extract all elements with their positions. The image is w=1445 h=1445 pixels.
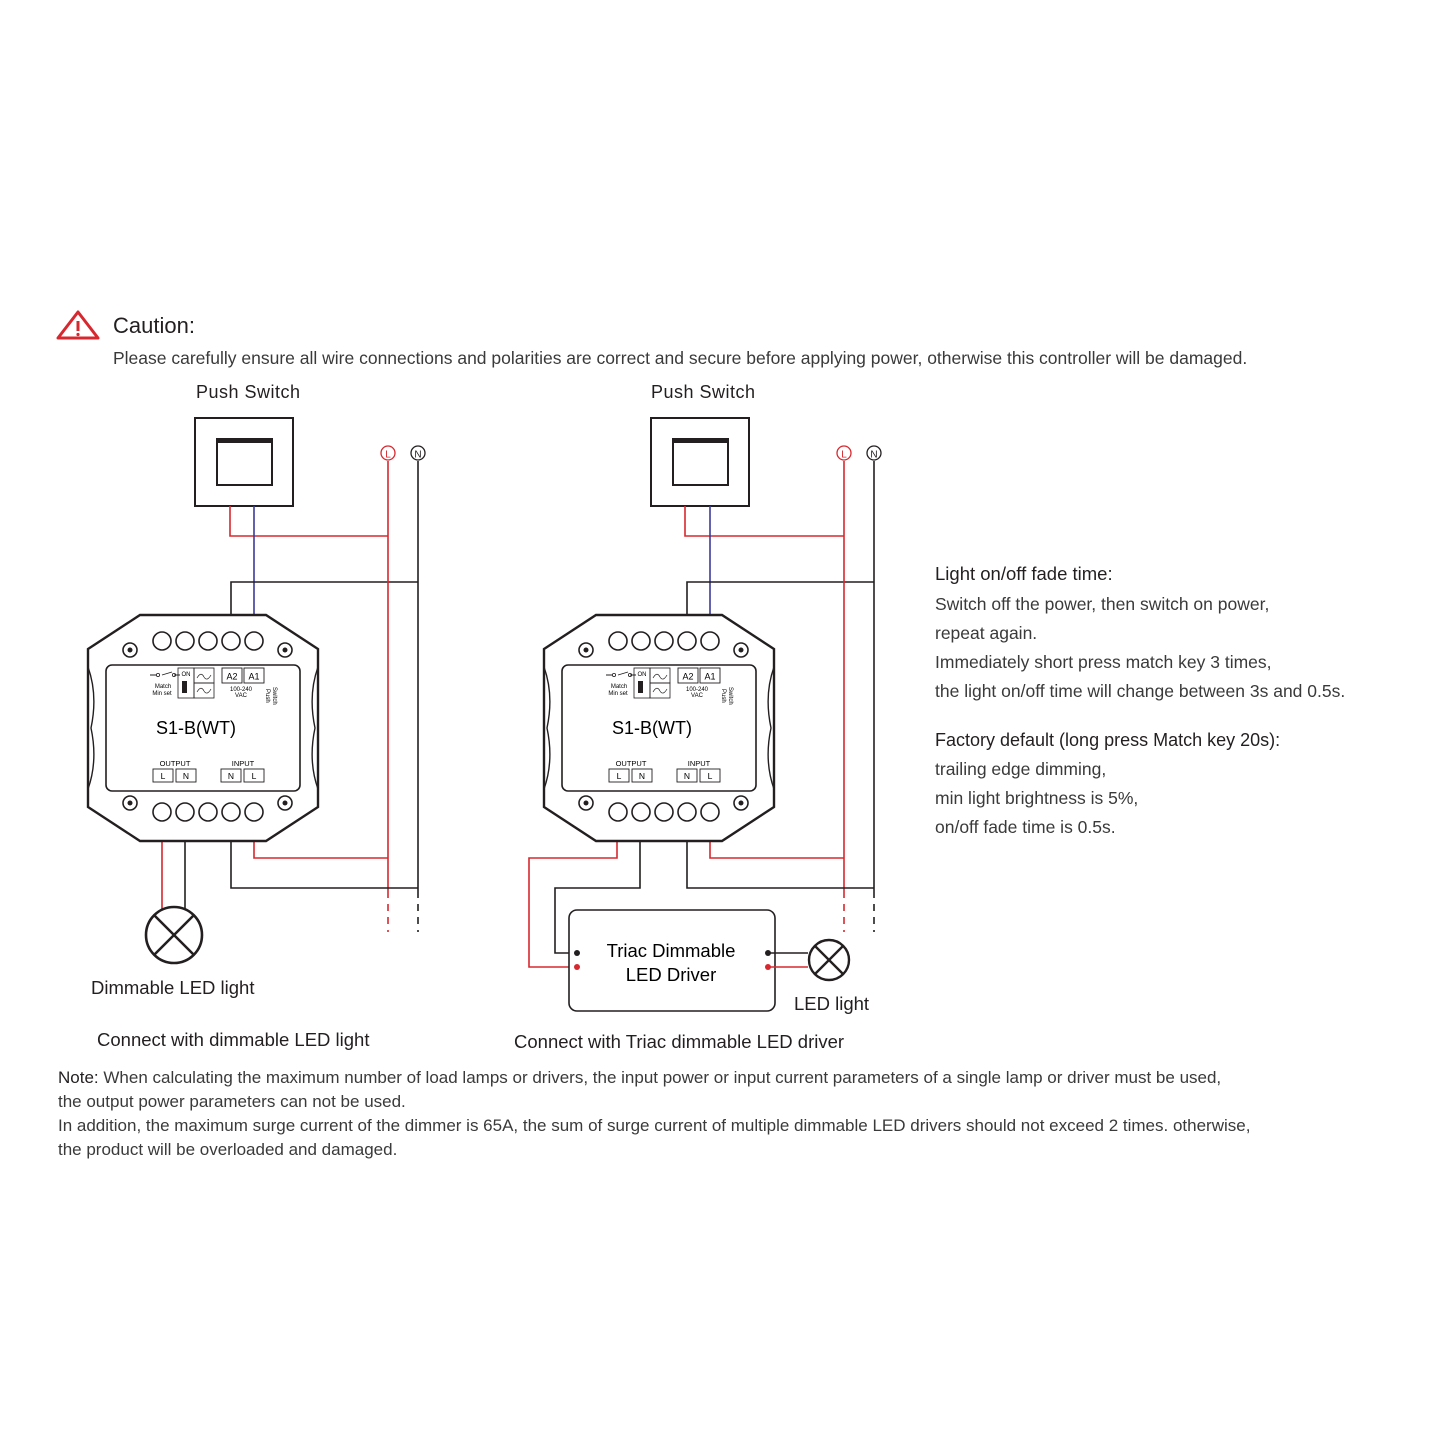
svg-text:Switch: Switch bbox=[271, 687, 277, 705]
svg-text:Min set: Min set bbox=[608, 691, 628, 697]
left-wiring-diagram: L N bbox=[86, 417, 426, 965]
svg-text:A1: A1 bbox=[248, 672, 259, 682]
fade-line: repeat again. bbox=[935, 623, 1038, 643]
live-wire-switch bbox=[229, 506, 388, 537]
note-line-4: the product will be overloaded and damag… bbox=[58, 1140, 398, 1159]
caution-title: Caution: bbox=[113, 313, 195, 338]
svg-text:S1-B(WT): S1-B(WT) bbox=[612, 718, 692, 738]
svg-text:Push: Push bbox=[264, 689, 270, 703]
svg-text:Match: Match bbox=[611, 684, 627, 690]
push-switch-icon bbox=[650, 417, 750, 507]
factory-line: min light brightness is 5%, bbox=[935, 788, 1139, 808]
factory-line: trailing edge dimming, bbox=[935, 759, 1107, 779]
note-label: Note: bbox=[58, 1068, 99, 1087]
note-line-2: the output power parameters can not be u… bbox=[58, 1092, 406, 1111]
push-switch-icon bbox=[194, 417, 294, 507]
svg-text:ON: ON bbox=[638, 672, 647, 678]
svg-text:100-240: 100-240 bbox=[686, 687, 709, 693]
fade-line: Switch off the power, then switch on pow… bbox=[935, 594, 1270, 614]
svg-text:INPUT: INPUT bbox=[688, 759, 711, 768]
terminal-N-marker: N bbox=[410, 445, 426, 461]
right-diagram-caption: Connect with Triac dimmable LED driver bbox=[514, 1031, 845, 1052]
left-push-switch-label: Push Switch bbox=[196, 382, 301, 402]
lamp-icon bbox=[807, 938, 851, 982]
right-load-label: LED light bbox=[794, 993, 870, 1014]
triac-led-driver-box: Triac Dimmable LED Driver bbox=[568, 909, 776, 1012]
svg-text:VAC: VAC bbox=[235, 693, 248, 699]
svg-text:Min set: Min set bbox=[152, 691, 172, 697]
left-load-label: Dimmable LED light bbox=[91, 977, 255, 998]
svg-text:N: N bbox=[183, 771, 189, 781]
svg-text:A2: A2 bbox=[682, 672, 693, 682]
right-push-switch-label: Push Switch bbox=[651, 382, 756, 402]
terminal-N-marker: N bbox=[866, 445, 882, 461]
note-line-3: In addition, the maximum surge current o… bbox=[58, 1116, 1251, 1135]
svg-text:L: L bbox=[841, 450, 847, 461]
note-text: When calculating the maximum number of l… bbox=[98, 1068, 1222, 1087]
svg-text:Triac Dimmable: Triac Dimmable bbox=[607, 940, 736, 961]
warning-icon bbox=[56, 310, 100, 340]
svg-text:L: L bbox=[252, 771, 257, 781]
left-diagram-caption: Connect with dimmable LED light bbox=[97, 1029, 370, 1050]
factory-line: on/off fade time is 0.5s. bbox=[935, 817, 1116, 837]
svg-text:OUTPUT: OUTPUT bbox=[160, 759, 191, 768]
factory-default-heading: Factory default (long press Match key 20… bbox=[935, 730, 1281, 750]
svg-text:INPUT: INPUT bbox=[232, 759, 255, 768]
svg-text:L: L bbox=[617, 771, 622, 781]
svg-text:L: L bbox=[708, 771, 713, 781]
caution-text: Please carefully ensure all wire connect… bbox=[113, 348, 1248, 368]
svg-text:Match: Match bbox=[155, 684, 171, 690]
svg-text:S1-B(WT): S1-B(WT) bbox=[156, 718, 236, 738]
terminal-L-marker: L bbox=[380, 445, 396, 461]
right-wiring-diagram: L N Triac Dimmable LED Driver bbox=[528, 417, 882, 1012]
dimmer-device-left: Match Min set ON A2 A1 100-240 VAC Push … bbox=[86, 613, 320, 843]
svg-text:N: N bbox=[414, 450, 421, 461]
svg-text:N: N bbox=[870, 450, 877, 461]
terminal-L-marker: L bbox=[836, 445, 852, 461]
svg-text:A1: A1 bbox=[704, 672, 715, 682]
dimmer-device-right: Match Min set ON A2 A1 100-240 VAC Push … bbox=[542, 613, 776, 843]
svg-text:Push: Push bbox=[720, 689, 726, 703]
svg-text:OUTPUT: OUTPUT bbox=[616, 759, 647, 768]
note-line-1: Note: When calculating the maximum numbe… bbox=[58, 1068, 1221, 1088]
svg-text:N: N bbox=[639, 771, 645, 781]
svg-text:100-240: 100-240 bbox=[230, 687, 253, 693]
svg-text:L: L bbox=[161, 771, 166, 781]
fade-time-heading: Light on/off fade time: bbox=[935, 563, 1113, 584]
svg-text:Switch: Switch bbox=[727, 687, 733, 705]
lamp-icon bbox=[144, 905, 204, 965]
svg-text:A2: A2 bbox=[226, 672, 237, 682]
svg-text:L: L bbox=[385, 450, 391, 461]
fade-line: Immediately short press match key 3 time… bbox=[935, 652, 1272, 672]
svg-text:N: N bbox=[228, 771, 234, 781]
fade-line: the light on/off time will change betwee… bbox=[935, 681, 1346, 701]
svg-text:N: N bbox=[684, 771, 690, 781]
svg-text:VAC: VAC bbox=[691, 693, 704, 699]
svg-text:LED Driver: LED Driver bbox=[626, 964, 716, 985]
svg-text:ON: ON bbox=[182, 672, 191, 678]
